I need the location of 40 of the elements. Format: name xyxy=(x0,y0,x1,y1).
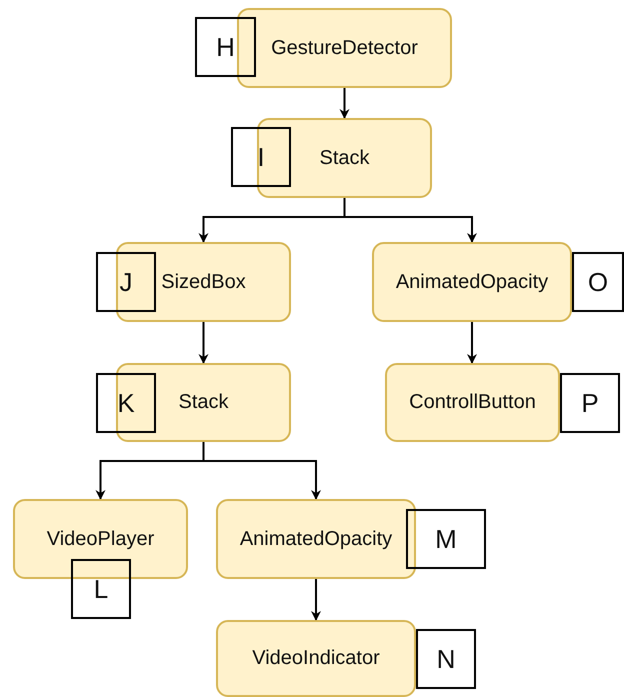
node-label: J xyxy=(120,266,132,298)
node-label: K xyxy=(117,388,135,418)
node-label: I xyxy=(257,142,265,172)
arrow xyxy=(198,322,208,364)
node-label: GestureDetector xyxy=(271,36,418,60)
node-label: L xyxy=(94,574,108,604)
node-label: AnimatedOpacity xyxy=(240,528,392,550)
letter-box xyxy=(560,373,620,433)
process-box xyxy=(257,118,432,198)
arrow xyxy=(340,88,350,119)
node-label: AnimatedOpacity xyxy=(396,270,548,294)
process-box xyxy=(116,363,291,442)
letter-box xyxy=(96,252,156,312)
letter-box xyxy=(406,509,486,569)
node-label: H xyxy=(216,32,235,62)
letter-box xyxy=(195,17,256,77)
node-label: P xyxy=(581,388,599,418)
node-label: O xyxy=(588,266,608,298)
node-label: SizedBox xyxy=(161,270,246,294)
letter-box xyxy=(96,373,156,433)
process-box xyxy=(13,499,188,579)
node-label: ControllButton xyxy=(409,391,536,414)
process-box xyxy=(216,499,416,579)
letter-box xyxy=(416,629,476,689)
letter-box xyxy=(572,252,624,312)
process-box xyxy=(372,242,572,322)
node-label: M xyxy=(435,524,457,554)
node-label: Stack xyxy=(178,391,229,414)
arrow xyxy=(467,322,477,364)
node-label: Stack xyxy=(319,146,370,170)
node-label: VideoIndicator xyxy=(252,647,380,670)
process-box xyxy=(116,242,291,322)
node-label: N xyxy=(436,644,456,674)
process-box xyxy=(385,363,560,442)
node-label: VideoPlayer xyxy=(46,528,154,550)
arrow xyxy=(311,579,321,621)
process-box xyxy=(237,8,452,88)
letter-box xyxy=(231,127,291,187)
letter-box xyxy=(71,559,131,619)
process-box xyxy=(216,620,416,697)
